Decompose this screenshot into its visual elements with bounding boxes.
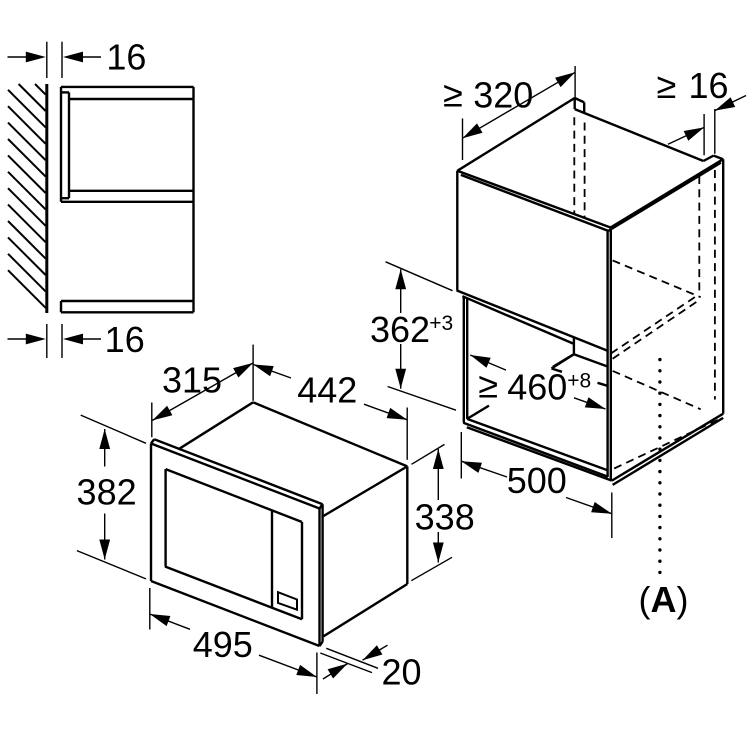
svg-text:16: 16 [688,65,728,106]
svg-text:315: 315 [162,360,222,401]
svg-text:16: 16 [106,37,146,78]
svg-text:382: 382 [77,472,137,513]
svg-text:≥: ≥ [478,365,498,406]
svg-text:+8: +8 [567,369,591,392]
svg-text:≥: ≥ [443,74,463,115]
svg-text:≥: ≥ [657,65,677,106]
svg-text:362: 362 [370,309,430,350]
svg-text:460: 460 [507,367,567,408]
svg-text:16: 16 [105,319,145,360]
svg-text:500: 500 [507,460,567,501]
svg-text:495: 495 [193,624,253,665]
svg-text:320: 320 [473,75,533,116]
svg-text:338: 338 [415,497,475,538]
svg-text:442: 442 [297,370,357,411]
svg-text:(A): (A) [639,579,689,620]
svg-text:20: 20 [381,652,421,693]
svg-text:+3: +3 [429,312,453,335]
